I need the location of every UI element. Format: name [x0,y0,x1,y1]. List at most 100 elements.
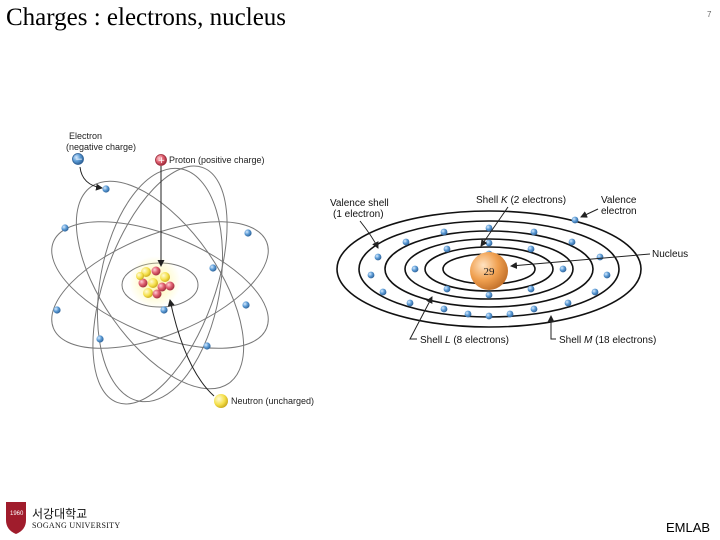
shell-k-suffix: (2 electrons) [508,195,566,206]
shell-l-letter: L [445,335,451,346]
shell-k-label: Shell K (2 electrons) [476,195,566,206]
electron [242,301,250,309]
electron [568,238,576,246]
electron [53,306,61,314]
shell-l-label: Shell L (8 electrons) [420,335,509,346]
electron [443,285,451,293]
electron [485,291,493,299]
valence-shell-label: Valence shell [330,198,389,209]
electron [96,335,104,343]
proton-particle [138,278,148,288]
shield-icon [6,502,26,534]
neutron-particle [148,278,158,288]
electron [379,288,387,296]
shell-electrons [367,216,611,320]
proton-particle [157,282,167,292]
valence-electron-arrow [580,208,599,218]
electron [443,245,451,253]
electron [402,238,410,246]
logo-korean: 서강대학교 [32,507,87,521]
electron [367,271,375,279]
electron [530,228,538,236]
shell-l-prefix: Shell [420,335,445,346]
proton-particle [165,281,175,291]
neutron-particle [136,272,144,280]
valence-shell-arrow [359,220,379,249]
valence-electron [571,216,579,224]
electron [411,265,419,273]
shell-m-prefix: Shell [559,335,584,346]
electron [530,305,538,313]
electron [374,253,382,261]
outer-ring [336,210,642,328]
shell-m-letter: M [584,335,593,346]
electron [527,285,535,293]
proton-legend-icon [155,154,167,166]
shell-l-arrow [409,296,433,340]
electron [203,342,211,350]
ring-l-inner [424,246,554,292]
electron [102,185,110,193]
neutron-particle [160,272,170,282]
electron-charge-label: (negative charge) [66,142,136,152]
electron [440,305,448,313]
proton-particle [152,289,162,299]
nucleus-arrow [510,253,651,269]
shell-nucleus [470,252,508,290]
electron-callout-arrow [79,166,103,191]
minus-sign-icon: − [75,155,83,165]
proton-particle [151,266,161,276]
orbiting-electrons [53,185,252,350]
shell-k-prefix: Shell [476,195,501,206]
orbit [51,221,269,349]
electron [485,224,493,232]
valence-shell-count: (1 electron) [333,209,384,220]
shield-mark: 1960 [10,511,24,517]
shell-diagram: 29 Valence shell (1 electron) Shell K (2… [330,195,688,346]
neutron-callout-arrow [167,299,215,397]
logo-english: SOGANG UNIVERSITY [32,521,120,530]
shell-m-arrow [547,315,556,340]
footer-label: EMLAB [666,520,711,535]
slide-title: Charges : electrons, nucleus [6,4,287,31]
electron [591,288,599,296]
electron [527,245,535,253]
neutron-legend-icon [214,394,228,408]
shell-k-letter: K [501,195,509,206]
ring-l-outer [404,238,574,300]
electron [564,299,572,307]
shell-m-label: Shell M (18 electrons) [559,335,656,346]
university-logo: 1960 서강대학교 SOGANG UNIVERSITY [6,502,120,534]
orbit [92,165,228,405]
electron [406,299,414,307]
orbit [75,180,245,390]
electron-legend-icon [72,153,84,165]
nucleus-label: Nucleus [652,249,688,260]
shell-k-arrow [480,206,509,247]
electron [559,265,567,273]
valence-electron-label-2: electron [601,206,637,217]
electron [485,239,493,247]
electron [506,310,514,318]
shell-l-suffix: (8 electrons) [451,335,509,346]
electron [209,264,217,272]
atom-diagram: Electron (negative charge) − + Proton (p… [51,131,314,408]
electron [603,271,611,279]
electron [464,310,472,318]
plus-sign-icon: + [158,156,166,166]
electron [244,229,252,237]
orbit [51,221,269,349]
electron-label: Electron [69,131,102,141]
electron [485,312,493,320]
page-number: 7 [707,10,712,19]
neutron-label: Neutron (uncharged) [231,396,314,406]
valence-electron-label: Valence [601,195,637,206]
neutron-particle [143,288,153,298]
atomic-number: 29 [484,266,496,278]
shell-m-suffix: (18 electrons) [592,335,656,346]
electron [596,253,604,261]
proton-label: Proton (positive charge) [169,155,265,165]
nucleus-particles [136,266,175,299]
electron [160,306,168,314]
